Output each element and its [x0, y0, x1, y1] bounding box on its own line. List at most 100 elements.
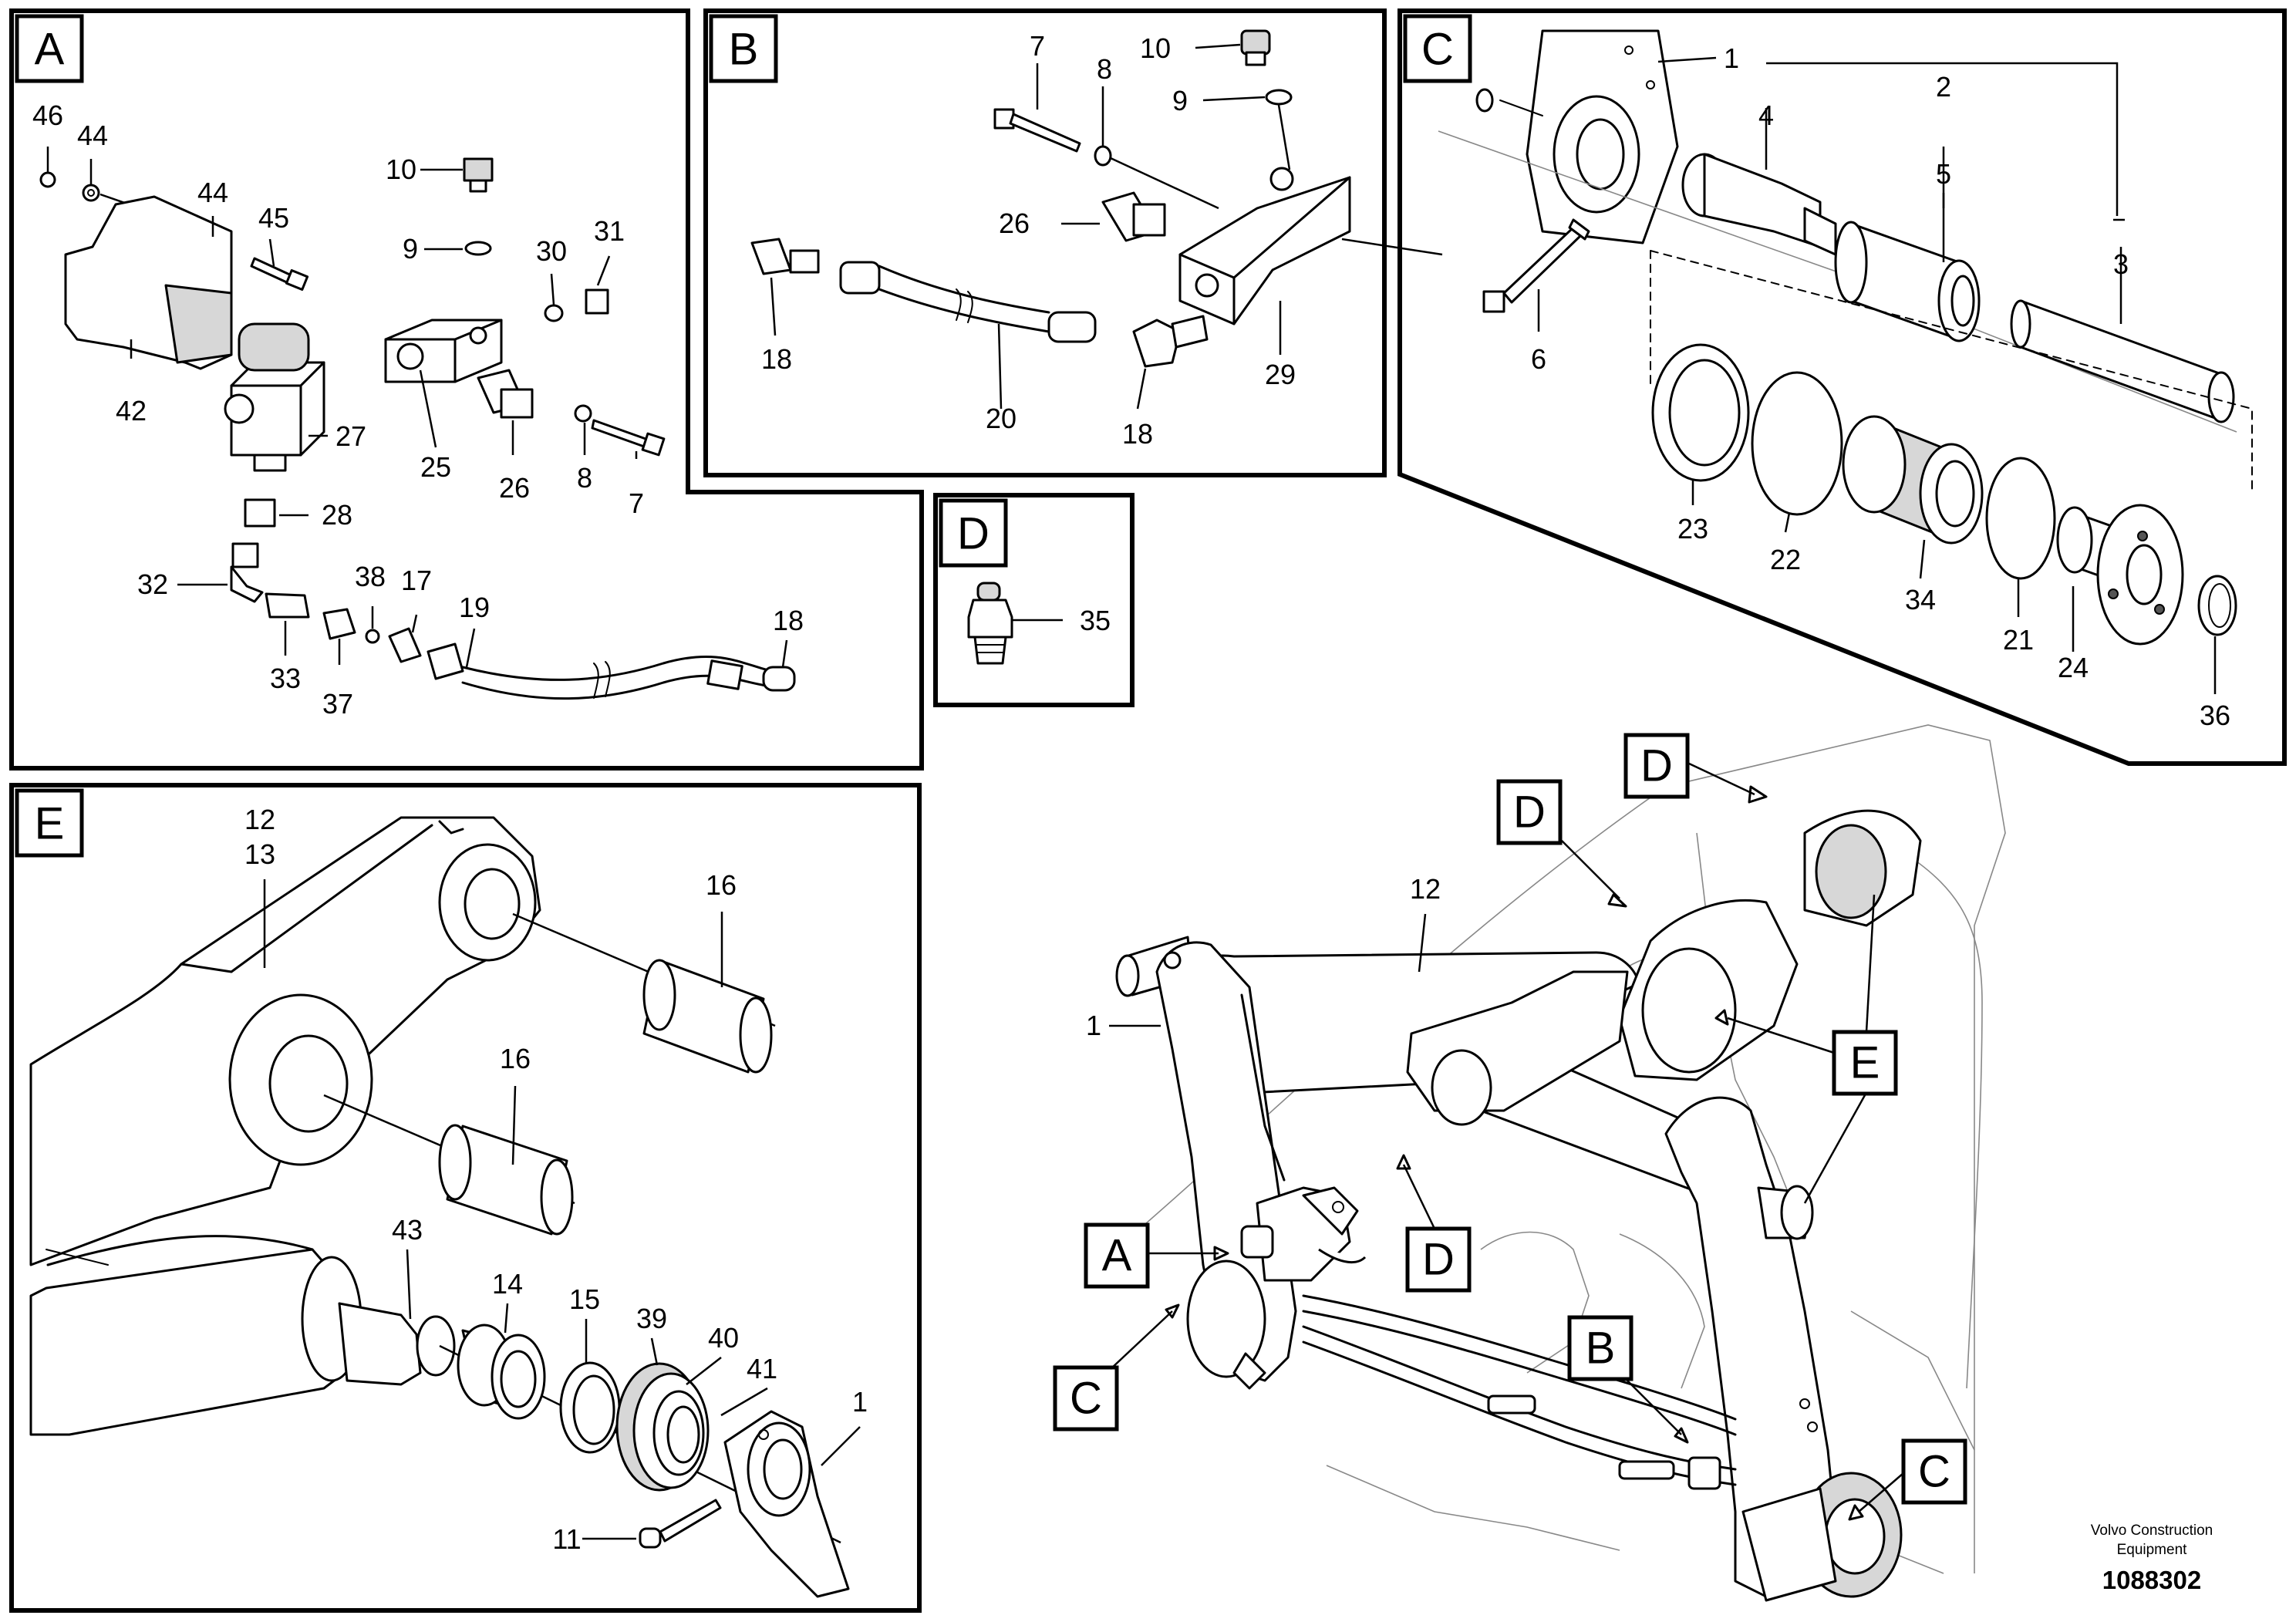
callout: 33: [270, 663, 301, 694]
publisher-block: Volvo Construction Equipment 1088302: [2091, 1523, 2213, 1594]
panel-d-tag: D: [939, 498, 1008, 568]
callout: 25: [420, 451, 451, 483]
panel-e-letter: E: [35, 799, 65, 849]
callout: 29: [1265, 359, 1296, 390]
callout: 18: [773, 605, 804, 636]
overview-leader-12: [1418, 913, 1427, 973]
panel-c-tag: C: [1403, 14, 1472, 83]
overview-drawing: [1115, 724, 2006, 1602]
tag-letter: D: [1422, 1235, 1455, 1285]
panel-d-border: [933, 493, 1135, 707]
overview-tag-c-right: C: [1848, 1438, 1967, 1521]
callout: 5: [1936, 158, 1951, 190]
callout: 9: [1172, 85, 1188, 116]
callout: 6: [1531, 343, 1546, 375]
panel-a-leaders: [46, 147, 788, 668]
panel-e-leaders: [263, 879, 861, 1540]
panel-c-letter: C: [1421, 25, 1454, 75]
callout: 38: [355, 561, 386, 592]
callout: 4: [1758, 99, 1774, 131]
callout: 32: [137, 568, 168, 600]
callout: 1: [1724, 42, 1739, 74]
panel-e-border: [9, 783, 922, 1613]
callout: 24: [2058, 652, 2089, 683]
panel-a-letter: A: [35, 25, 65, 75]
panel-a-callouts: 46 44 44 45 42 10 9 30 31 27 25 26 8 7 2…: [32, 99, 804, 720]
overview-tag-d-top: D: [1623, 733, 1768, 804]
callout: 15: [569, 1283, 600, 1315]
callout: 43: [392, 1214, 423, 1246]
panel-c-leaders: [1537, 108, 2217, 694]
publisher-line-1: Volvo Construction: [2091, 1523, 2213, 1539]
tag-letter: A: [1102, 1231, 1132, 1281]
callout: 44: [77, 120, 108, 151]
tag-letter: B: [1586, 1324, 1616, 1374]
tag-letter: D: [1640, 741, 1673, 791]
callout: 39: [636, 1303, 667, 1334]
panel-a-tag: A: [15, 14, 84, 83]
callout: 12: [244, 804, 275, 835]
panel-e-tag: E: [15, 788, 84, 858]
callout: 26: [499, 472, 530, 504]
callout: 19: [459, 592, 490, 623]
tag-letter: C: [1070, 1374, 1102, 1424]
callout: 41: [747, 1353, 777, 1384]
panel-e-callouts: 12 13 16 16 43 14 15 39 40 41 1 11: [244, 804, 868, 1555]
callout: 7: [1030, 30, 1045, 62]
document-number: 1088302: [2102, 1566, 2201, 1594]
callout: 44: [197, 177, 228, 208]
callout: 11: [552, 1523, 581, 1555]
panel-b-tag: B: [709, 14, 778, 83]
callout: 45: [258, 202, 289, 234]
callout: 22: [1770, 544, 1801, 575]
callout: 20: [986, 403, 1017, 434]
panel-c-callouts: 1 2 4 5 3 6 23 22 34 21 24 36: [1531, 42, 2230, 731]
panel-a-border: [9, 8, 924, 771]
callout: 27: [335, 420, 366, 452]
panel-e-drawing: [29, 816, 850, 1598]
panel-d-letter: D: [957, 509, 990, 559]
callout: 26: [999, 207, 1030, 239]
panel-b-letter: B: [729, 25, 759, 75]
callout: 31: [594, 215, 625, 247]
callout: 8: [577, 462, 592, 494]
callout: 21: [2003, 624, 2034, 656]
panel-b-callouts: 7 8 10 9 26 18 20 18 29: [761, 30, 1296, 450]
publisher-line-2: Equipment: [2117, 1542, 2188, 1558]
callout: 3: [2113, 248, 2129, 280]
callout: 37: [322, 688, 353, 720]
tag-letter: E: [1850, 1038, 1880, 1088]
callout: 36: [2200, 700, 2230, 731]
overview-tag-a: A: [1084, 1222, 1229, 1289]
callout: 17: [401, 565, 432, 596]
panel-c-border: [1397, 8, 2287, 766]
overview-tags: D D E D A: [1053, 733, 1967, 1521]
callout: 23: [1677, 513, 1708, 545]
callout: 28: [322, 499, 352, 531]
callout: 1: [852, 1386, 868, 1418]
callout: 12: [1410, 873, 1441, 905]
panel-c-drawing: [1438, 29, 2253, 646]
tag-letter: D: [1513, 787, 1546, 838]
callout: 13: [244, 838, 275, 870]
callout: 46: [32, 99, 63, 131]
callout: 35: [1080, 605, 1111, 636]
overview-tag-d-mid: D: [1496, 779, 1627, 908]
callout: 10: [1140, 32, 1171, 64]
panel-d-drawing: [967, 582, 1063, 665]
callout: 18: [1122, 418, 1153, 450]
callout: 14: [492, 1268, 523, 1300]
callout: 10: [386, 153, 416, 185]
callout: 40: [708, 1322, 739, 1354]
callout: 8: [1097, 53, 1112, 85]
callout: 2: [1936, 71, 1951, 103]
overview-tag-c-left: C: [1053, 1303, 1180, 1431]
panel-d-callouts: 35: [1080, 605, 1111, 636]
callout: 16: [500, 1043, 531, 1074]
callout: 9: [403, 233, 418, 265]
callout: 42: [116, 395, 147, 427]
panel-a-drawing: [39, 157, 796, 700]
callout: 30: [536, 235, 567, 267]
overview-tag-b: B: [1567, 1315, 1689, 1444]
